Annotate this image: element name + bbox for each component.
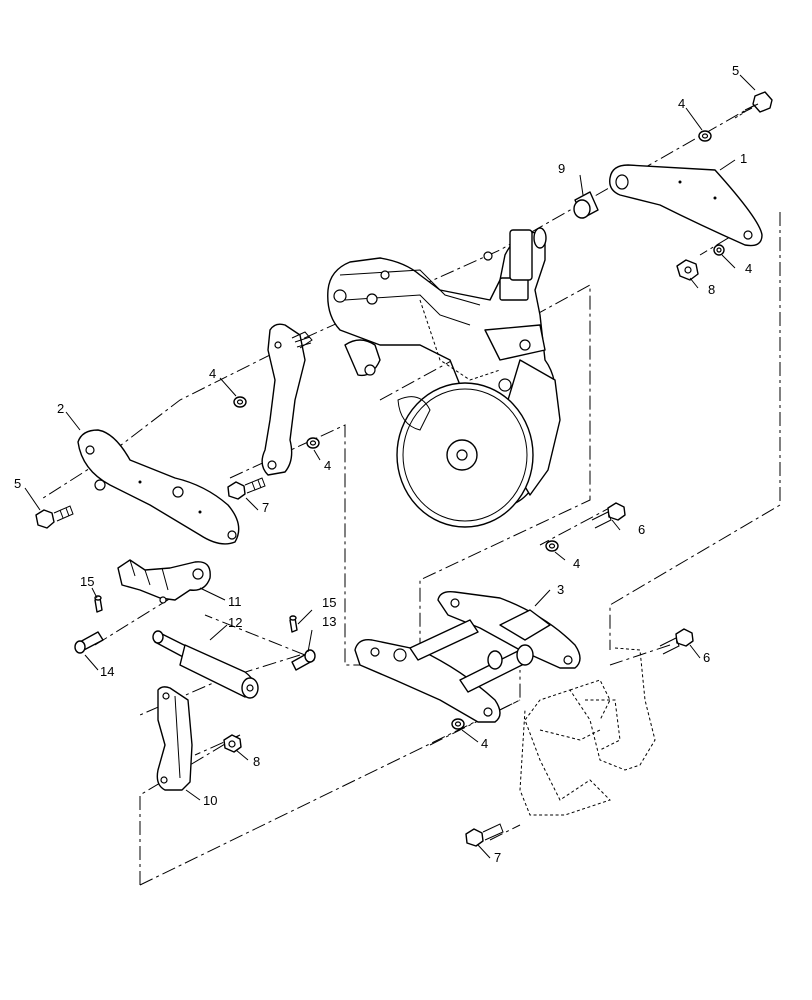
seed-disc bbox=[396, 382, 534, 528]
part-3-linkage bbox=[354, 590, 581, 723]
callout-15-left: 15 bbox=[80, 574, 94, 589]
callout-7-middle: 7 bbox=[262, 500, 269, 515]
callout-3: 3 bbox=[557, 582, 564, 597]
part-15-pin-right bbox=[289, 615, 298, 633]
callout-4-bottom: 4 bbox=[481, 736, 488, 751]
part-11-cam-bracket bbox=[117, 559, 211, 604]
spring-bracket bbox=[261, 323, 313, 476]
callout-4-lower-mid: 4 bbox=[573, 556, 580, 571]
part-6-bolt-lower bbox=[659, 628, 694, 655]
callout-labels: 1 2 3 4 4 4 4 4 4 5 5 6 6 7 7 8 8 9 10 1… bbox=[14, 63, 752, 865]
part-12-cylinder bbox=[152, 630, 259, 699]
callout-15-right: 15 bbox=[322, 595, 336, 610]
callout-13: 13 bbox=[322, 614, 336, 629]
part-2-lower-arm bbox=[77, 429, 240, 545]
callout-6-upper: 6 bbox=[638, 522, 645, 537]
opener-shank-phantom bbox=[519, 647, 656, 816]
part-4-washer-right bbox=[713, 244, 725, 256]
part-7-bolt-lower bbox=[465, 823, 504, 847]
callout-6-lower: 6 bbox=[703, 650, 710, 665]
part-8-nut-right bbox=[676, 259, 699, 281]
callout-5-left: 5 bbox=[14, 476, 21, 491]
part-4-washer-bottom bbox=[451, 718, 465, 730]
part-9-spacer bbox=[573, 191, 599, 219]
part-13-pin bbox=[291, 649, 316, 671]
callout-5-top: 5 bbox=[732, 63, 739, 78]
callout-4-left-upper: 4 bbox=[209, 366, 216, 381]
part-10-plate bbox=[156, 686, 193, 791]
callout-8-right: 8 bbox=[708, 282, 715, 297]
part-7-bolt-middle bbox=[227, 477, 266, 500]
callout-11: 11 bbox=[228, 594, 242, 609]
part-8-nut-left bbox=[223, 734, 242, 753]
part-4-washer-left-upper bbox=[233, 396, 247, 408]
callout-12: 12 bbox=[228, 615, 242, 630]
callout-10: 10 bbox=[203, 793, 217, 808]
callout-4-left-mid: 4 bbox=[324, 458, 331, 473]
part-4-washer-left-mid bbox=[306, 437, 320, 449]
part-15-pin-left bbox=[94, 595, 103, 613]
part-5-bolt-left bbox=[35, 505, 74, 529]
callout-9: 9 bbox=[558, 161, 565, 176]
part-1-upper-arm bbox=[609, 164, 763, 247]
callout-4-top: 4 bbox=[678, 96, 685, 111]
callout-14: 14 bbox=[100, 664, 114, 679]
part-14-pin bbox=[74, 631, 104, 654]
part-4-washer-lower-mid bbox=[545, 540, 559, 552]
part-4-washer-top bbox=[698, 130, 712, 142]
callout-1: 1 bbox=[740, 151, 747, 166]
callout-leaders bbox=[24, 74, 756, 859]
part-6-bolt-upper bbox=[591, 502, 626, 529]
callout-2: 2 bbox=[57, 401, 64, 416]
callout-4-right: 4 bbox=[745, 261, 752, 276]
part-5-bolt-top bbox=[734, 91, 773, 119]
callout-7-lower: 7 bbox=[494, 850, 501, 865]
callout-8-left: 8 bbox=[253, 754, 260, 769]
